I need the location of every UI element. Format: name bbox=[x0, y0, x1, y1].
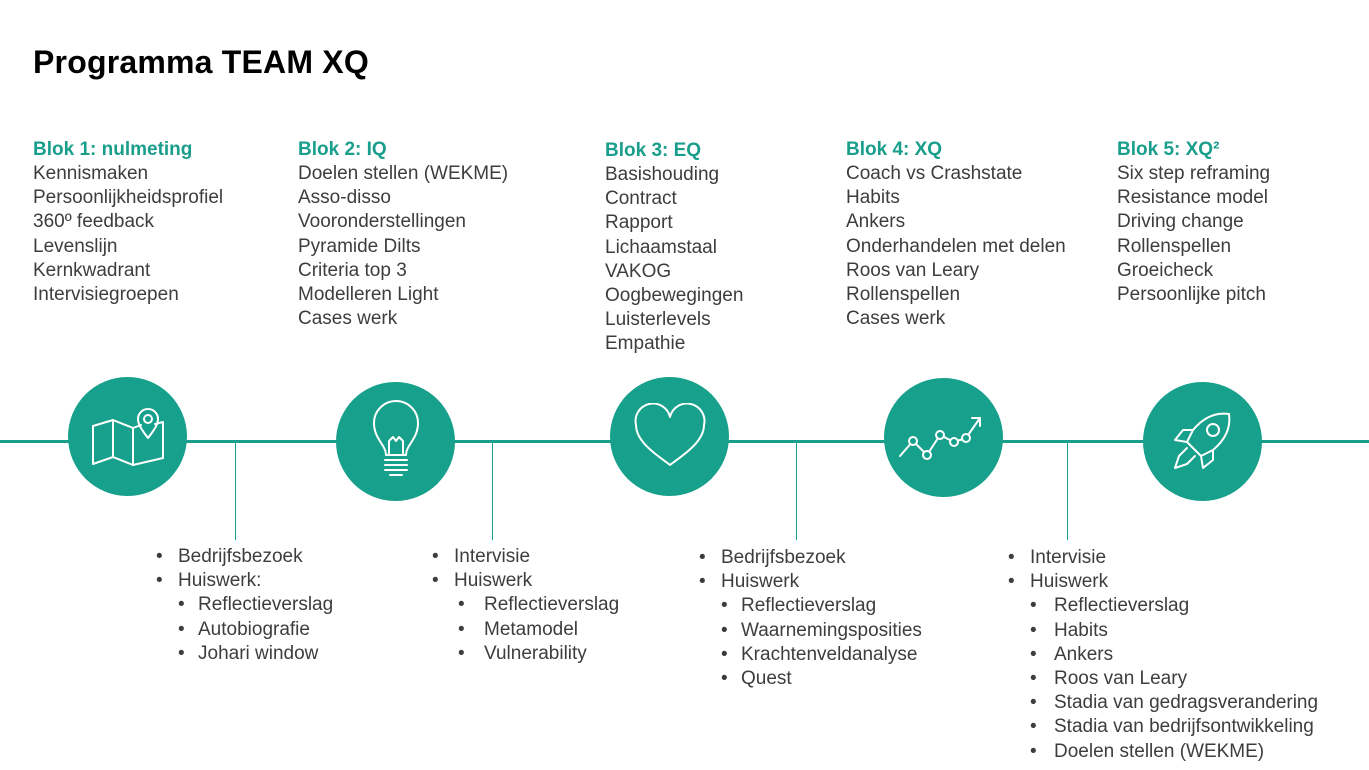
topic-item: Rollenspellen bbox=[1117, 235, 1232, 257]
topic-list: Kennismaken Persoonlijkheidsprofiel 360º… bbox=[33, 162, 223, 307]
homework-subitem: Ankers bbox=[1030, 643, 1318, 667]
page-title: Programma TEAM XQ bbox=[33, 44, 369, 80]
block-2-circle bbox=[336, 382, 455, 501]
block-4-circle bbox=[884, 378, 1003, 497]
homework-subitem: Reflectieverslag bbox=[721, 594, 922, 618]
homework-subitem: Reflectieverslag bbox=[178, 593, 333, 617]
heart-icon bbox=[634, 402, 705, 466]
homework-subitem: Krachtenveldanalyse bbox=[721, 643, 922, 667]
topic-item: Persoonlijkheidsprofiel bbox=[33, 187, 224, 209]
topic-list: Six step reframing Resistance model Driv… bbox=[1117, 162, 1270, 307]
block-1-circle bbox=[68, 377, 187, 496]
block-heading: Blok 3: EQ bbox=[605, 140, 702, 161]
topic-item: Contract bbox=[605, 188, 677, 210]
homework-subitem: Metamodel bbox=[454, 618, 619, 642]
topic-list: Doelen stellen (WEKME) Asso-disso Vooron… bbox=[298, 162, 508, 331]
homework-subitem: Reflectieverslag bbox=[1030, 594, 1318, 618]
block-heading: Blok 5: XQ² bbox=[1117, 139, 1220, 160]
homework-subitem: Habits bbox=[1030, 619, 1318, 643]
topic-item: Rapport bbox=[605, 212, 673, 234]
homework-item: Huiswerk Reflectieverslag Habits Ankers … bbox=[1008, 570, 1318, 764]
topic-item: Cases werk bbox=[846, 308, 946, 330]
topic-list: Basishouding Contract Rapport Lichaamsta… bbox=[605, 163, 743, 357]
topic-item: Ankers bbox=[846, 211, 906, 233]
block-2: Blok 2: IQ Doelen stellen (WEKME) Asso-d… bbox=[298, 138, 508, 331]
topic-item: Onderhandelen met delen bbox=[846, 235, 1066, 257]
block-1-homework: Bedrijfsbezoek Huiswerk: Reflectieversla… bbox=[156, 545, 333, 666]
topic-item: Driving change bbox=[1117, 211, 1244, 233]
topic-item: Habits bbox=[846, 187, 900, 209]
homework-item: Intervisie bbox=[432, 545, 619, 569]
homework-item: Intervisie bbox=[1008, 546, 1318, 570]
block-3: Blok 3: EQ Basishouding Contract Rapport… bbox=[605, 139, 743, 357]
block-3-homework: Bedrijfsbezoek Huiswerk Reflectieverslag… bbox=[699, 546, 922, 691]
topic-item: Criteria top 3 bbox=[298, 259, 407, 281]
block-heading: Blok 1: nulmeting bbox=[33, 139, 193, 160]
topic-item: Rollenspellen bbox=[846, 284, 961, 306]
trend-chart-icon bbox=[898, 416, 981, 460]
homework-item: Huiswerk: Reflectieverslag Autobiografie… bbox=[156, 569, 333, 666]
topic-item: Intervisiegroepen bbox=[33, 284, 179, 306]
homework-item: Bedrijfsbezoek bbox=[156, 545, 333, 569]
topic-item: Pyramide Dilts bbox=[298, 235, 421, 257]
connector-line bbox=[1067, 442, 1068, 540]
block-heading: Blok 2: IQ bbox=[298, 139, 387, 160]
homework-subitem: Doelen stellen (WEKME) bbox=[1030, 740, 1318, 764]
topic-item: Levenslijn bbox=[33, 235, 118, 257]
topic-item: Vooronderstellingen bbox=[298, 211, 466, 233]
homework-subitem: Waarnemingsposities bbox=[721, 619, 922, 643]
homework-subitem: Vulnerability bbox=[454, 642, 619, 666]
block-4: Blok 4: XQ Coach vs Crashstate Habits An… bbox=[846, 138, 1066, 331]
lightbulb-icon bbox=[372, 399, 419, 476]
homework-item: Huiswerk Reflectieverslag Waarnemingspos… bbox=[699, 570, 922, 691]
topic-item: Cases werk bbox=[298, 308, 398, 330]
topic-item: Six step reframing bbox=[1117, 163, 1271, 184]
block-4-homework: Intervisie Huiswerk Reflectieverslag Hab… bbox=[1008, 546, 1318, 764]
topic-item: Kennismaken bbox=[33, 163, 149, 184]
homework-subitem: Roos van Leary bbox=[1030, 667, 1318, 691]
homework-item: Huiswerk Reflectieverslag Metamodel Vuln… bbox=[432, 569, 619, 666]
topic-item: Roos van Leary bbox=[846, 259, 980, 281]
topic-item: Resistance model bbox=[1117, 187, 1269, 209]
homework-subitem: Quest bbox=[721, 667, 922, 691]
homework-subitem: Stadia van bedrijfsontwikkeling bbox=[1030, 715, 1318, 739]
topic-item: Basishouding bbox=[605, 164, 720, 185]
homework-subitem: Stadia van gedragsverandering bbox=[1030, 691, 1318, 715]
block-1: Blok 1: nulmeting Kennismaken Persoonlij… bbox=[33, 138, 223, 307]
connector-line bbox=[492, 442, 493, 540]
topic-item: 360º feedback bbox=[33, 211, 155, 233]
topic-item: Kernkwadrant bbox=[33, 259, 151, 281]
block-5-circle bbox=[1143, 382, 1262, 501]
topic-item: Luisterlevels bbox=[605, 309, 711, 331]
topic-item: Oogbewegingen bbox=[605, 285, 744, 307]
homework-subitem: Autobiografie bbox=[178, 618, 333, 642]
block-2-homework: Intervisie Huiswerk Reflectieverslag Met… bbox=[432, 545, 619, 666]
topic-item: VAKOG bbox=[605, 260, 672, 282]
topic-item: Empathie bbox=[605, 333, 686, 355]
map-pin-icon bbox=[91, 407, 164, 466]
topic-item: Coach vs Crashstate bbox=[846, 163, 1023, 184]
topic-list: Coach vs Crashstate Habits Ankers Onderh… bbox=[846, 162, 1066, 331]
block-heading: Blok 4: XQ bbox=[846, 139, 943, 160]
topic-item: Modelleren Light bbox=[298, 284, 439, 306]
homework-subitem: Johari window bbox=[178, 642, 333, 666]
homework-subitem: Reflectieverslag bbox=[454, 593, 619, 617]
block-5: Blok 5: XQ² Six step reframing Resistanc… bbox=[1117, 138, 1270, 307]
topic-item: Groeicheck bbox=[1117, 259, 1214, 281]
topic-item: Doelen stellen (WEKME) bbox=[298, 163, 509, 184]
homework-item: Bedrijfsbezoek bbox=[699, 546, 922, 570]
block-3-circle bbox=[610, 377, 729, 496]
topic-item: Asso-disso bbox=[298, 187, 391, 209]
rocket-icon bbox=[1173, 412, 1230, 469]
topic-item: Lichaamstaal bbox=[605, 236, 717, 258]
connector-line bbox=[235, 442, 236, 540]
connector-line bbox=[796, 442, 797, 540]
topic-item: Persoonlijke pitch bbox=[1117, 284, 1266, 306]
